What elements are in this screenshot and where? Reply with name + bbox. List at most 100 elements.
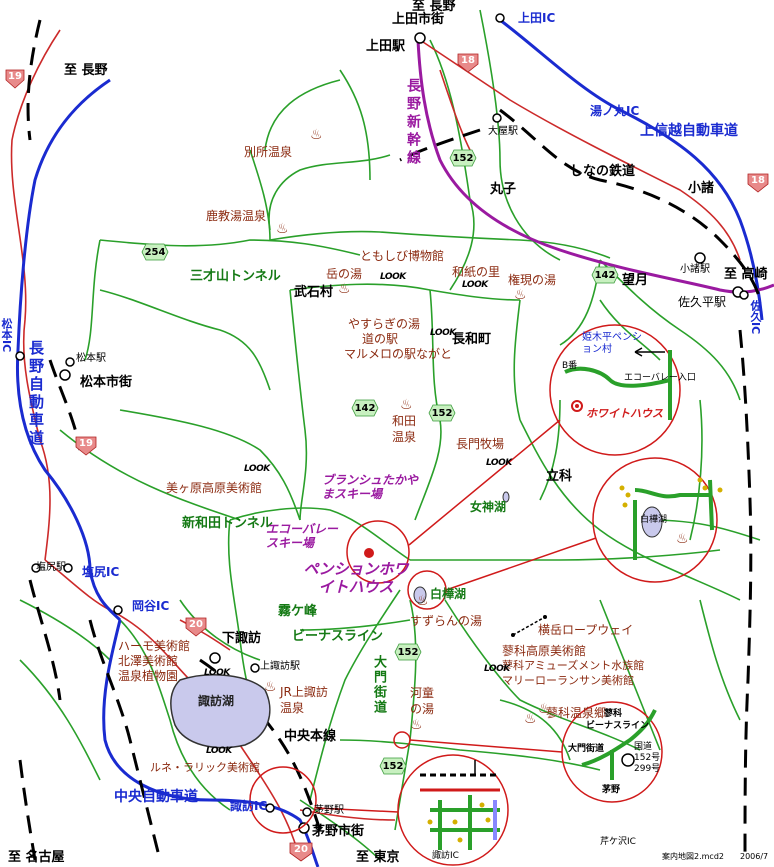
inset-daimon-label: 大門街道 [568,744,605,754]
onsen-icon: ♨ [276,221,289,237]
kobuchizawa-ic-label: 芹ケ沢IC [600,837,636,847]
shiojiri-station-label: 塩尻駅 [36,562,66,573]
kirigamine-label: 霧ケ峰 [278,604,318,619]
tateshina-museum-label: 蓼科高原美術館 [502,644,587,658]
blanche-ski-label: ブランシュたかやまスキー場 [322,473,419,502]
joshinetsu-highway-label: 上信越自動車道 [640,123,738,139]
inset-chino-label: 茅野 [602,785,621,795]
dest-tokyo: 至 東京 [356,850,400,865]
matsumoto-station-label: 松本駅 [76,353,106,364]
inset-bban-label: B番 [562,361,578,371]
look-marker: LOOK [430,328,456,338]
route-18-shield: 18 [461,55,475,66]
suwa-ic-label: 諏訪IC [230,799,268,813]
pension-marker [364,548,374,558]
suwa-lake-label: 諏訪湖 [198,694,235,708]
shirakaba-lake-label: 白樺湖 [430,587,467,601]
inset-shirakaba-lake-label: 白樺湖 [640,515,668,525]
utsukushigahara-museum-label: 美ヶ原高原美術館 [166,481,263,495]
kamisuwa-station-label: 上諏訪駅 [260,661,300,672]
route-19-shield: 19 [8,71,22,82]
look-marker: LOOK [204,668,230,678]
footer-file: 案内地図2.mcd2 [662,852,724,861]
chuo-line-label: 中央本線 [284,729,337,744]
inset-junction [581,709,657,780]
yokodake-ropeway-label: 横岳ロープウェイ [538,623,634,637]
route-shields [5,53,769,862]
inset-tateshina-label: 蓼科 [604,709,623,719]
station-markers [31,32,744,834]
dest-nagoya: 至 名古屋 [8,850,65,865]
jr-kamisuwa-onsen-label: JR上諏訪温泉 [280,685,328,715]
suzuran-onsen-label: すずらんの湯 [410,614,483,628]
onsen-icon: ♨ [416,593,429,609]
inset-entrance-label: エコーバレー入口 [624,373,696,383]
suwa-lake [170,674,271,749]
yasuragi-onsen-label: やすらぎの湯 [348,317,421,331]
route-254-shield: 254 [144,247,166,258]
okaya-ic-label: 岡谷IC [132,599,170,613]
onsen-icon: ♨ [514,287,527,303]
pension-white-house-label: ペンションホワイトハウス [303,560,409,596]
shimosuwa-label: 下諏訪 [222,631,262,646]
look-marker: LOOK [380,272,406,282]
matsumoto-city-label: 松本市街 [80,375,133,390]
yunomaru-ic-label: 湯ノ丸IC [590,104,640,118]
venus-line-label: ビーナスライン [292,629,384,644]
look-marker: LOOK [206,746,232,756]
megami-lake [502,491,510,503]
look-marker: LOOK [486,458,512,468]
komoro-label: 小諸 [688,181,715,196]
harmo-museum-label: ハーモ美術館 [118,639,191,653]
chuo-highway-label: 中央自動車道 [114,789,198,805]
tateshina-label: 立科 [546,469,573,484]
route-142a-shield: 142 [594,270,616,281]
takeishi-label: 武石村 [294,285,334,300]
nagato-farm-label: 長門牧場 [456,437,505,451]
mochizuki-label: 望月 [622,273,649,288]
tomoshibi-museum-label: ともしび博物館 [360,249,445,263]
onsen-icon: ♨ [410,717,423,733]
marie-laurencin-label: マリーローランサン美術館 [502,674,634,687]
komoro-station-label: 小諸駅 [680,264,710,275]
onsen-icon: ♨ [264,679,277,695]
shinkansen-line [416,39,774,294]
shiojiri-ic-label: 塩尻IC [82,565,120,579]
look-marker: LOOK [462,280,488,290]
route-152a-shield: 152 [452,153,474,164]
ueda-ic-label: 上田IC [518,11,556,25]
route-19b-shield: 19 [79,438,93,449]
michinoeki-label: 道の駅 [362,332,399,346]
kitazawa-museum-label: 北澤美術館 [118,654,179,668]
oya-station-label: 大屋駅 [488,126,518,137]
daimon-kaido-label: 大門街道 [371,655,386,715]
tateshina-amusement-label: 蓼科アミューズメント水族館 [502,659,645,672]
chino-city-label: 茅野市街 [312,824,365,839]
onsen-icon: ♨ [400,397,413,413]
dest-nagano-left: 至 長野 [64,63,108,78]
look-marker: LOOK [484,664,510,674]
nagano-highway-label: 長野自動車道 [27,340,45,448]
sakudaira-station-label: 佐久平駅 [678,295,727,309]
inset-himekidaira-label: 姫木平ペンション村 [582,332,642,355]
matsumoto-ic-label: 松本IC [0,318,13,353]
ropeway [511,615,547,637]
inset-himekidaira [564,347,672,420]
bessho-onsen-label: 別所温泉 [244,145,293,159]
inset-shirakaba [619,477,723,560]
route-20-shield: 20 [189,619,203,630]
route-18b-shield: 18 [751,175,765,186]
kappa-onsen-label: 河童の湯 [410,686,435,716]
route-20b-shield: 20 [294,844,308,855]
washi-village-label: 和紙の里 [452,265,501,279]
route-152c-shield: 152 [397,647,419,658]
nagawa-label: 長和町 [452,332,492,347]
inset-white-house-label: ホワイトハウス [586,407,663,420]
ic-markers [15,13,749,813]
dest-nagano-top: 至 長野 [412,0,456,14]
gongen-onsen-label: 権現の湯 [508,273,557,287]
takenoyu-label: 岳の湯 [326,267,363,281]
inset-venus-label: ビーナスライン [586,721,650,731]
inset-route-label: 国道152号299号 [634,742,661,774]
railways [18,19,762,861]
